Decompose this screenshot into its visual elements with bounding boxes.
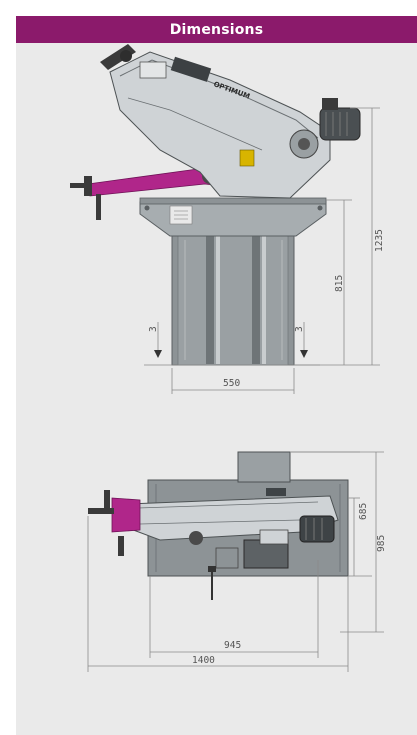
- dim-base-width: 945: [224, 640, 241, 651]
- dim-total-height: 1235: [374, 229, 385, 252]
- side-view-drawing: OPTIMUM 1235 815: [70, 44, 385, 394]
- dim-arrow-left: 3: [148, 326, 159, 332]
- dim-table-height: 815: [334, 275, 345, 292]
- dim-arrow-right: 3: [294, 326, 305, 332]
- machine-stand: [171, 221, 295, 366]
- side-view-dimensions: 1235 815 550 3 3: [144, 107, 385, 394]
- section-header: Dimensions: [16, 16, 417, 43]
- motor: [319, 98, 361, 141]
- machine-table: [139, 197, 327, 237]
- top-arm: [88, 490, 339, 556]
- top-view-dimensions: 685 985 945 1400: [87, 451, 387, 672]
- top-view-drawing: 685 985 945 1400: [87, 451, 387, 672]
- section-title: Dimensions: [169, 21, 264, 38]
- saw-head: OPTIMUM: [100, 44, 331, 199]
- top-motor: [208, 515, 335, 600]
- dim-total-width: 1400: [192, 655, 215, 666]
- dim-total-depth: 985: [376, 535, 387, 552]
- dim-base-depth: 685: [358, 503, 369, 520]
- dim-stand-width: 550: [223, 378, 240, 389]
